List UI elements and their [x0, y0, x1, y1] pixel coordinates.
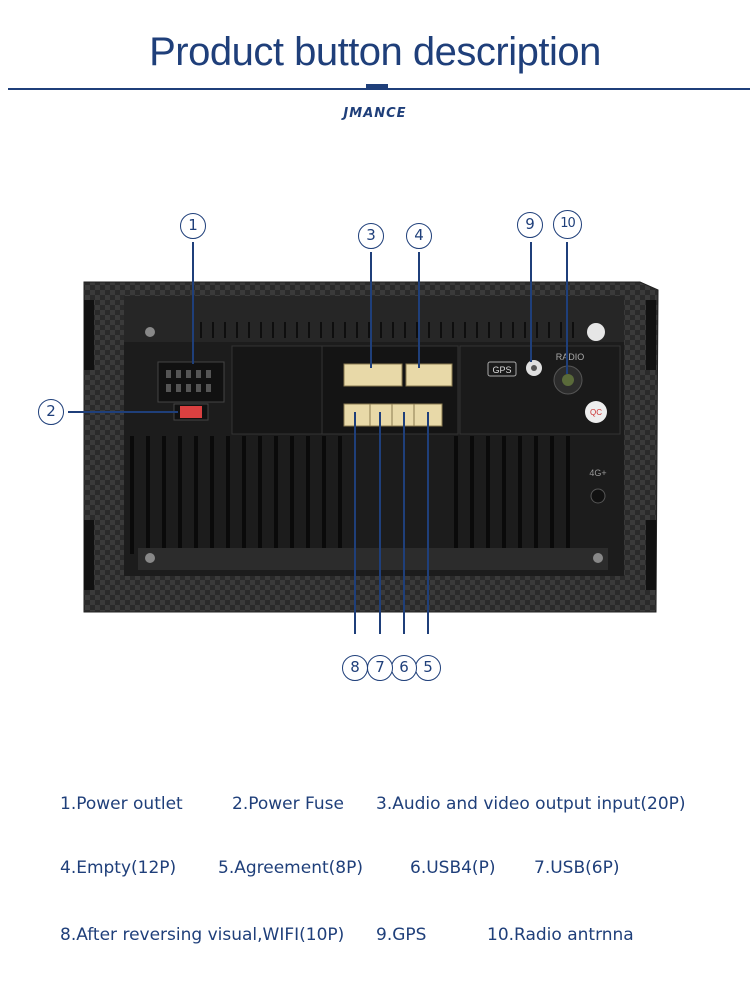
callout-7: 7 — [367, 655, 393, 681]
desc-av-connector: 3.Audio and video output input(20P) — [376, 794, 686, 814]
callout-6: 6 — [391, 655, 417, 681]
svg-text:QC: QC — [590, 408, 602, 417]
desc-power-fuse: 2.Power Fuse — [232, 794, 344, 814]
empty-connector-12p — [406, 364, 452, 386]
desc-empty: 4.Empty(12P) — [60, 858, 176, 878]
desc-radio-antenna: 10.Radio antrnna — [487, 925, 634, 945]
av-connector-20p — [344, 364, 402, 386]
desc-usb4: 6.USB4(P) — [410, 858, 495, 878]
power-outlet — [158, 362, 224, 402]
callout-4: 4 — [406, 223, 432, 249]
desc-gps: 9.GPS — [376, 925, 426, 945]
desc-power-outlet: 1.Power outlet — [60, 794, 183, 814]
callout-1: 1 — [180, 213, 206, 239]
callout-8: 8 — [342, 655, 368, 681]
desc-reversing-wifi: 8.After reversing visual,WIFI(10P) — [60, 925, 344, 945]
callout-9: 9 — [517, 212, 543, 238]
desc-usb: 7.USB(6P) — [534, 858, 619, 878]
desc-agreement: 5.Agreement(8P) — [218, 858, 363, 878]
callout-3: 3 — [358, 223, 384, 249]
radio-port-label: RADIO — [556, 352, 585, 362]
callout-2: 2 — [38, 399, 64, 425]
callout-10: 10 — [553, 210, 582, 239]
gps-port-label: GPS — [492, 365, 511, 375]
callout-5: 5 — [415, 655, 441, 681]
reversing-wifi-connector — [344, 404, 370, 426]
model-mark: 4G+ — [589, 468, 606, 478]
